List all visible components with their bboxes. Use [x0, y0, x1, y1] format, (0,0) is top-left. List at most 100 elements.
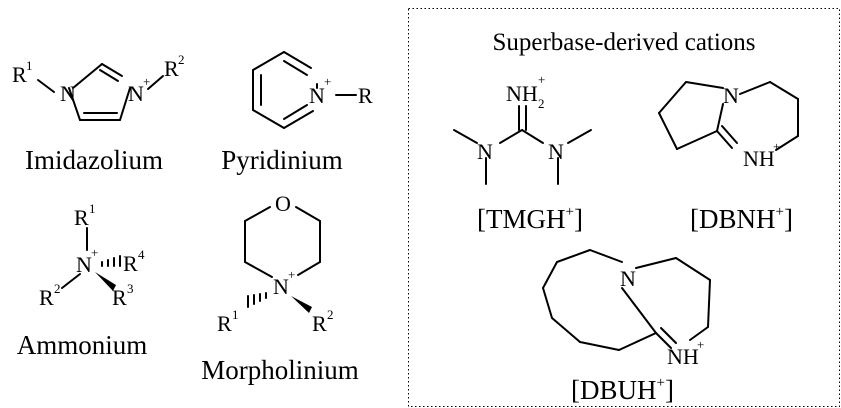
dbnh-charge: +: [776, 204, 784, 220]
bond: [68, 87, 81, 121]
bond: [37, 79, 55, 93]
bond: [283, 104, 308, 120]
atom-nh2: NH: [506, 81, 538, 106]
bond: [556, 249, 591, 263]
dbnh-close: ]: [784, 204, 793, 234]
atom-n1: N: [60, 81, 76, 106]
bond: [542, 287, 553, 319]
dbuh-name: [DBUH: [571, 375, 657, 405]
atom-n3: N: [128, 81, 144, 106]
bond: [635, 257, 677, 269]
tmgh-charge: +: [566, 204, 574, 220]
bond: [147, 75, 164, 90]
bond: [769, 81, 799, 100]
bond: [775, 135, 799, 151]
bond: [99, 69, 119, 82]
superscript-label: 4: [138, 247, 145, 262]
morpholinium-label: Morpholinium: [201, 355, 359, 385]
bond: [244, 261, 273, 278]
bond: [716, 130, 733, 149]
atom-nh: NH: [743, 146, 775, 171]
bond: [453, 129, 478, 144]
bond: [621, 287, 657, 334]
superscript-label: 1: [89, 201, 96, 216]
bond: [589, 249, 623, 263]
panel-title: Superbase-derived cations: [492, 29, 755, 56]
bond: [675, 257, 711, 281]
tmgh-name: [TMGH: [477, 204, 566, 234]
bond: [658, 81, 687, 114]
charge-label: +: [288, 267, 295, 282]
charge-label: +: [697, 337, 704, 352]
wedge-bond: [291, 296, 312, 313]
atom-r: R: [12, 62, 27, 87]
tmgh-close: ]: [574, 204, 583, 234]
atom-r: R: [123, 251, 138, 276]
ammonium-structure: N + R 1 R 4 R 2 R 3: [39, 201, 145, 310]
wedge-bond: [95, 272, 116, 291]
bond: [655, 332, 672, 349]
atom-n: N: [723, 83, 739, 108]
tmgh-label: [TMGH+]: [477, 204, 583, 234]
charge-label: +: [143, 74, 150, 89]
atom-o: O: [275, 191, 291, 216]
ammonium-label: Ammonium: [17, 330, 148, 360]
superscript-label: 3: [127, 281, 134, 296]
charge-label: +: [324, 74, 331, 89]
bond: [551, 317, 581, 343]
bond: [72, 63, 103, 89]
bond: [297, 261, 321, 276]
subscript-label: 2: [538, 96, 545, 111]
bond: [252, 51, 285, 71]
imidazolium-structure: N N + R 1 R 2: [12, 52, 185, 121]
bond: [252, 109, 285, 129]
bond: [567, 129, 592, 144]
morpholinium-structure: O N + R 1 R 2: [217, 191, 334, 336]
bond: [707, 279, 711, 328]
bond: [119, 87, 131, 121]
dbuh-structure: N NH +: [542, 249, 711, 369]
superscript-label: 2: [54, 281, 61, 296]
charge-label: +: [773, 139, 780, 154]
superscript-label: 2: [327, 307, 334, 322]
dbnh-structure: N NH +: [658, 81, 799, 171]
charge-label: +: [91, 245, 98, 260]
pyridinium-structure: N + R: [252, 51, 373, 129]
atom-r: R: [217, 311, 232, 336]
bond: [283, 60, 308, 76]
dbnh-name: [DBNH: [690, 204, 776, 234]
bond: [676, 130, 718, 150]
dbuh-label: [DBUH+]: [571, 375, 674, 405]
atom-r: R: [358, 83, 373, 108]
bond: [658, 112, 678, 150]
atom-n: N: [620, 266, 636, 291]
bond: [542, 261, 558, 289]
superscript-label: 1: [26, 58, 33, 73]
bond: [283, 110, 314, 129]
atom-n: N: [273, 274, 289, 299]
superscript-label: 1: [232, 307, 239, 322]
bond: [660, 327, 677, 344]
atom-n: N: [477, 139, 493, 164]
bond: [295, 206, 321, 222]
superbase-panel-frame: [408, 8, 840, 407]
atom-r: R: [112, 285, 127, 310]
atom-n: N: [76, 252, 92, 277]
atom-r: R: [74, 205, 89, 230]
atom-r: R: [39, 285, 54, 310]
pyridinium-label: Pyridinium: [221, 145, 343, 175]
bond: [689, 326, 709, 341]
bond: [244, 206, 271, 222]
atom-nh: NH: [667, 344, 699, 369]
dbuh-charge: +: [657, 375, 665, 391]
hashed-bond: [101, 255, 121, 267]
atom-r: R: [312, 311, 327, 336]
tmgh-structure: NH 2 + N N: [453, 72, 592, 185]
bond: [101, 63, 123, 77]
superscript-label: 2: [178, 52, 185, 67]
hashed-bond: [247, 292, 267, 308]
bond: [499, 129, 523, 144]
bond: [579, 341, 620, 351]
